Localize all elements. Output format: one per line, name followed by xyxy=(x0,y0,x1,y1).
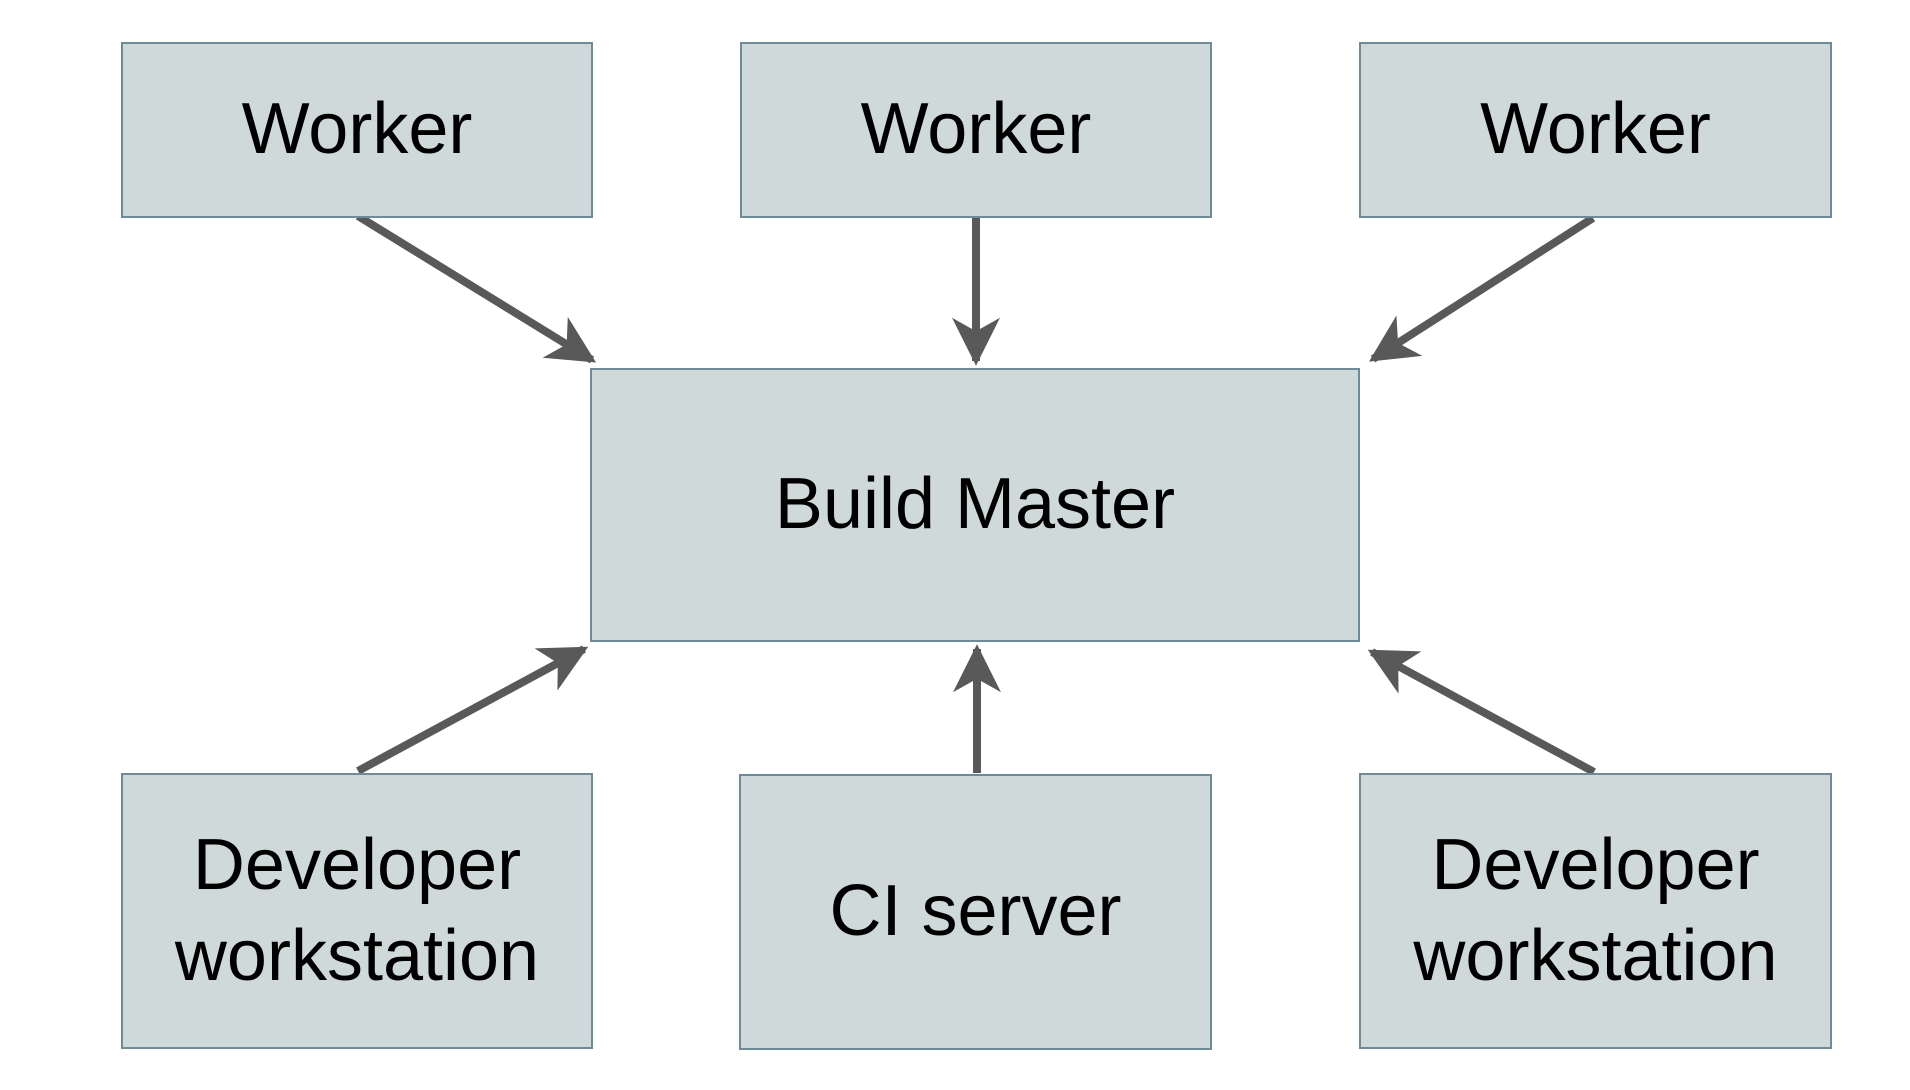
node-developer-workstation-right: Developer workstation xyxy=(1359,773,1832,1049)
arrow-worker-3-to-build-master xyxy=(1368,214,1596,363)
node-worker-3-label: Worker xyxy=(1480,89,1711,170)
arrow-worker-1-to-build-master xyxy=(355,212,597,364)
node-developer-workstation-left-label-line2: workstation xyxy=(174,916,540,996)
node-worker-2-label: Worker xyxy=(860,89,1092,170)
node-worker-2: Worker xyxy=(740,42,1212,218)
arrow-dev-workstation-right-to-build-master xyxy=(1367,648,1596,776)
node-developer-workstation-right-label-line1: Developer xyxy=(1431,824,1760,905)
node-build-master: Build Master xyxy=(590,368,1360,642)
node-ci-server-label: CI server xyxy=(829,871,1122,952)
node-developer-workstation-left: Developer workstation xyxy=(121,773,593,1049)
node-worker-1-label: Worker xyxy=(241,89,473,170)
arrow-dev-workstation-left-to-build-master xyxy=(356,645,589,775)
node-developer-workstation-right-label-line2: workstation xyxy=(1413,916,1778,996)
node-build-master-label: Build Master xyxy=(774,464,1176,545)
node-worker-1: Worker xyxy=(121,42,593,218)
node-worker-3: Worker xyxy=(1359,42,1832,218)
node-developer-workstation-left-label-line1: Developer xyxy=(192,824,522,905)
node-ci-server: CI server xyxy=(739,774,1212,1050)
